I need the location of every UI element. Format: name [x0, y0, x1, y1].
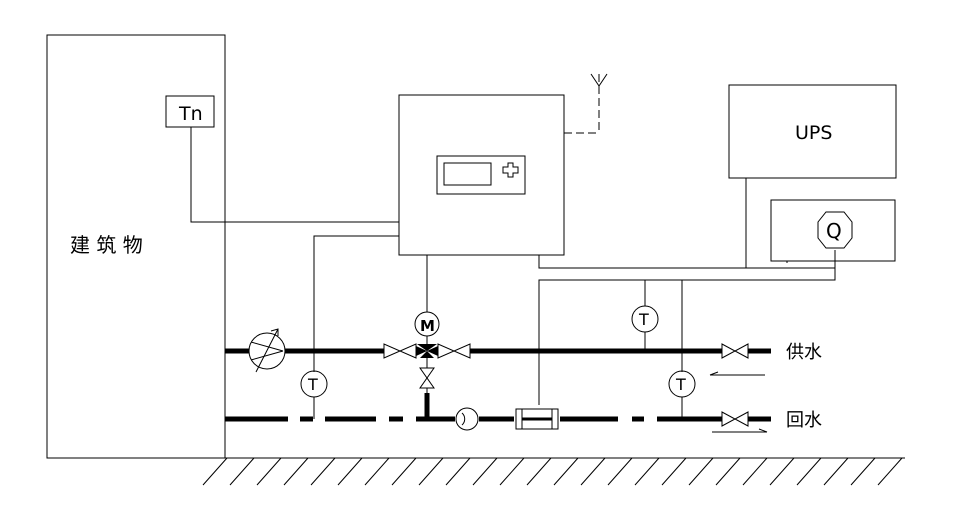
ground-hatch-line [769, 457, 795, 486]
pump-icon [248, 328, 286, 373]
controller-display-panel [436, 155, 526, 195]
ground-hatch-line [715, 457, 741, 486]
temp-sensor-return-icon [668, 370, 696, 398]
ground-hatch-line [607, 457, 633, 486]
return-end-valve-icon [721, 411, 749, 427]
building-label: 建 筑 物 [70, 233, 143, 257]
ground-hatch-line [526, 457, 552, 486]
flow-sensor-element [515, 408, 559, 430]
indoor-sensor-label: Tn [178, 103, 203, 125]
supply-label: 供水 [786, 342, 822, 363]
ground-hatch-line [445, 457, 471, 486]
supply-valve-right-icon [437, 343, 471, 359]
indoor-sensor-box [165, 95, 215, 128]
temp-sensor-supply-icon [631, 305, 659, 333]
ground-hatch-line [661, 457, 687, 486]
ground-hatch [202, 457, 905, 486]
ground-hatch-line [634, 457, 660, 486]
ground-hatch-line [310, 457, 336, 486]
ground-hatch-line [580, 457, 606, 486]
bypass-valve-icon [419, 358, 435, 393]
return-check-valve-icon [455, 407, 479, 431]
flow-meter-icon [817, 211, 853, 249]
ground-hatch-line [553, 457, 579, 486]
ground-hatch-line [391, 457, 417, 486]
antenna-icon [564, 73, 608, 134]
ground-hatch-line [364, 457, 390, 486]
temp-sensor-bypass-label: T [307, 375, 318, 394]
ground-hatch-line [850, 457, 876, 486]
ground-hatch-line [823, 457, 849, 486]
building-block [46, 34, 226, 459]
ground-hatch-line [877, 457, 903, 486]
supply-end-valve-icon [721, 343, 749, 359]
ground-hatch-line [283, 457, 309, 486]
ground-hatch-line [742, 457, 768, 486]
motor-label: M [420, 317, 435, 335]
controller-screen [443, 162, 492, 186]
flow-meter-box [770, 199, 896, 262]
temp-sensor-return-label: T [675, 375, 686, 394]
flow-meter-label: Q [826, 219, 842, 243]
return-label: 回水 [786, 410, 822, 431]
ups-box [728, 84, 897, 179]
temp-sensor-bypass-icon [300, 370, 328, 398]
ground-hatch-line [796, 457, 822, 486]
controller-dpad [502, 162, 519, 178]
supply-flow-arrow-icon [709, 371, 765, 376]
ground-hatch-line [202, 457, 228, 486]
temp-sensor-supply-label: T [638, 310, 649, 329]
ground-hatch-line [418, 457, 444, 486]
motorized-valve-icon [414, 311, 440, 358]
controller-box [398, 94, 565, 256]
ground-hatch-line [229, 457, 255, 486]
ground-hatch-line [499, 457, 525, 486]
ground-hatch-line [256, 457, 282, 486]
ground-hatch-line [688, 457, 714, 486]
supply-valve-left-icon [383, 343, 417, 359]
signal-wires [190, 127, 836, 419]
ground-hatch-line [472, 457, 498, 486]
return-flow-arrow-icon [712, 428, 768, 433]
ground-hatch-line [337, 457, 363, 486]
ups-label: UPS [795, 122, 832, 144]
